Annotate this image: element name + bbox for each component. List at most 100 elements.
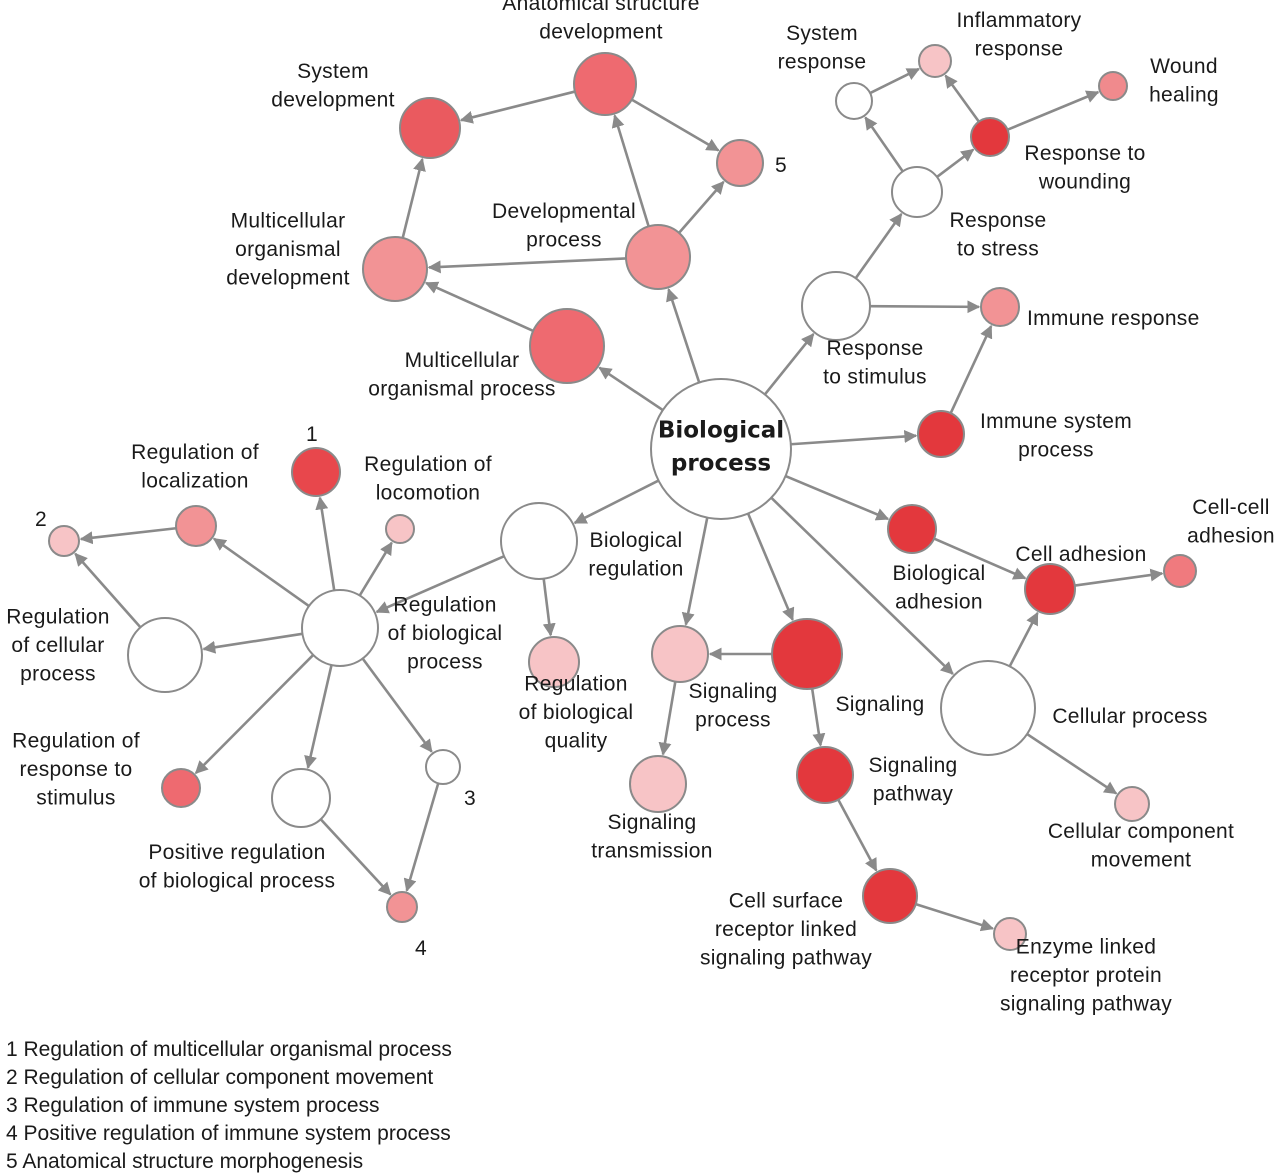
node-asd[interactable] [573,52,637,116]
edge-bp-to-mop [598,366,664,412]
edge-rbp-to-n3 [361,657,433,753]
node-label-line: Regulation of [364,453,492,476]
node-label-line: Cell adhesion [1015,543,1146,566]
node-label-line: stimulus [36,787,115,810]
node-label-line: of biological [519,701,634,724]
node-bp[interactable] [650,378,792,520]
node-label-cellproc: Cellular process [1052,705,1207,728]
node-mod[interactable] [362,236,428,302]
node-rts[interactable] [891,166,943,218]
node-label-line: Multicellular [231,210,346,233]
node-label-line: quality [545,730,608,753]
node-prbp[interactable] [271,768,331,828]
node-label-line: regulation [588,557,683,580]
edge-devproc-to-asd [611,114,650,227]
edge-breg-to-rbp [375,555,505,614]
node-label-line: Regulation of [12,730,140,753]
node-inflam[interactable] [918,44,952,78]
node-label-rrs: Regulation of response to stimulus [12,730,140,810]
node-label-line: 1 [306,423,318,446]
node-sysresp[interactable] [835,82,873,120]
edge-bp-to-sigproc [681,517,709,626]
node-label-line: localization [141,469,249,492]
node-sysdev[interactable] [399,97,461,159]
node-labels: Biological process Anatomical structure dev… [6,0,1274,1016]
edge-devproc-to-mod [427,257,627,274]
node-label-n3: 3 [464,787,476,810]
node-rtw[interactable] [970,117,1010,157]
node-label-line: movement [1091,848,1191,871]
edge-breg-to-rbq [542,578,556,637]
node-rbq[interactable] [528,636,580,688]
node-label-line: response [778,50,867,73]
node-sigproc[interactable] [651,625,709,683]
edge-rbp-to-rrs [194,654,315,775]
node-label-line: Signaling [688,680,777,703]
node-sigpath[interactable] [796,746,854,804]
node-n3[interactable] [425,749,461,785]
node-label-line: Biological [893,562,986,585]
edge-rbp-to-rcp [202,632,303,654]
edge-rbp-to-rloc [212,537,310,608]
edge-cellproc-to-ccm [1026,732,1118,795]
node-n1[interactable] [291,447,341,497]
node-rloco[interactable] [385,514,415,544]
node-immresp[interactable] [980,287,1020,327]
node-cellproc[interactable] [940,660,1036,756]
node-label-line: healing [1149,83,1219,106]
node-label-line: response to [19,758,132,781]
node-label-line: Immune response [1027,307,1200,330]
node-rloc[interactable] [175,505,217,547]
node-rtstim[interactable] [801,271,871,341]
node-isp[interactable] [917,410,965,458]
node-cellcell[interactable] [1163,554,1197,588]
node-ccm[interactable] [1114,786,1150,822]
node-rrs[interactable] [161,768,201,808]
node-mop[interactable] [529,308,605,384]
node-label-line: Regulation [6,606,109,629]
node-label-line: 5 [775,154,787,177]
node-label-line: Biological [658,418,784,444]
node-label-line: of biological [388,622,503,645]
node-csrl[interactable] [862,868,918,924]
node-label-line: System [297,60,369,83]
node-elrp[interactable] [993,917,1027,951]
node-label-line: organismal [235,238,341,261]
node-n4[interactable] [386,891,418,923]
node-signaling[interactable] [771,618,843,690]
node-breg[interactable] [500,502,578,580]
node-label-line: Developmental [492,200,636,223]
node-wound[interactable] [1098,71,1128,101]
node-rcp[interactable] [127,617,203,693]
edge-bp-to-signaling [746,513,795,622]
node-n5[interactable] [716,139,764,187]
node-label-line: process [695,708,771,731]
node-label-line: Signaling [607,811,696,834]
nodes [48,44,1197,951]
node-label-line: process [20,663,96,686]
edge-bp-to-cellproc [770,496,954,675]
node-label-sigproc: Signaling process [688,680,777,732]
edge-mop-to-mod [424,281,534,333]
node-rbp[interactable] [301,589,379,667]
edge-rtw-to-wound [1007,90,1100,131]
node-label-line: development [271,88,395,111]
legend-item-3: 3 Regulation of immune system process [6,1094,380,1117]
node-label-line: process [671,451,771,477]
node-badh[interactable] [887,504,937,554]
node-sigtrans[interactable] [629,755,687,813]
edge-asd-to-n5 [631,98,720,152]
node-celladh[interactable] [1024,563,1076,615]
edge-bp-to-badh [785,474,890,521]
node-label-line: Anatomical structure [502,0,699,15]
node-devproc[interactable] [625,224,691,290]
edge-badh-to-celladh [933,537,1027,580]
node-n2[interactable] [48,525,80,557]
node-label-line: signaling pathway [1000,993,1172,1016]
